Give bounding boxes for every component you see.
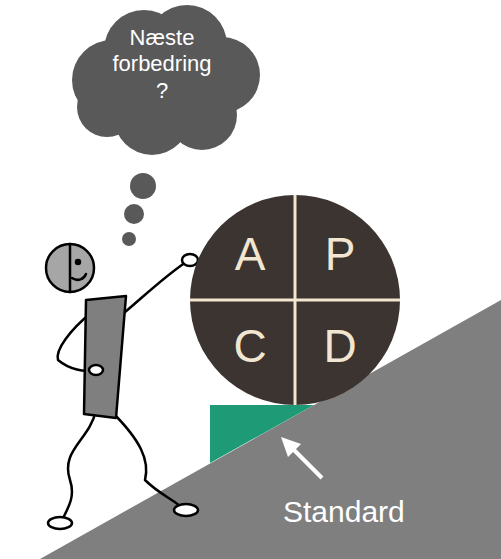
leg — [112, 412, 182, 508]
thought-cloud: Næste forbedring ? — [62, 5, 262, 155]
pdca-circle: APCD — [190, 195, 400, 405]
pdca-wheel — [190, 195, 400, 405]
stick-figure — [46, 244, 198, 529]
eye — [76, 260, 80, 264]
thought-bubble — [124, 204, 144, 224]
thought-bubble — [130, 173, 156, 199]
cloud-text: Næste forbedring ? — [104, 25, 220, 104]
arm — [118, 262, 186, 318]
quadrant-letter: C — [220, 319, 280, 374]
arrow-head — [281, 437, 301, 457]
leader-arrow — [292, 448, 322, 478]
hand — [182, 254, 198, 266]
quadrant-letter: A — [220, 227, 280, 282]
thought-bubble — [122, 232, 136, 246]
standard-label: Standard — [283, 495, 405, 529]
body — [84, 296, 126, 418]
leg — [62, 410, 96, 520]
face-line — [69, 244, 72, 292]
quadrant-letter: P — [310, 227, 370, 282]
hand — [89, 365, 103, 375]
wheel-disc — [190, 195, 400, 405]
foot — [48, 517, 72, 529]
quadrant-line — [190, 299, 400, 302]
quadrant-letter: D — [310, 319, 370, 374]
head — [46, 244, 94, 292]
mouth — [72, 274, 86, 280]
foot — [174, 504, 198, 516]
